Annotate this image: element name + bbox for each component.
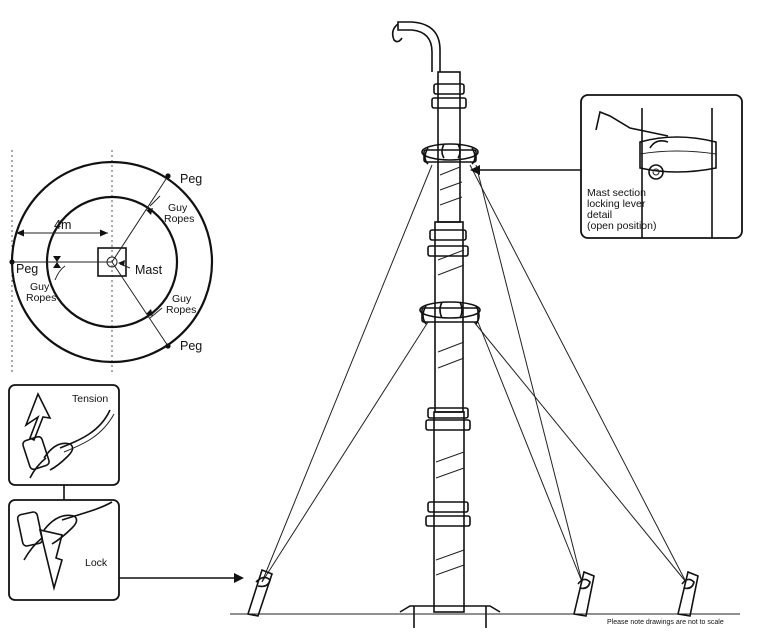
lock-hook (43, 514, 78, 545)
detail-label-line3: detail (587, 209, 612, 221)
lock-panel: Lock (8, 499, 120, 601)
guy-ropes-label-top-2: Ropes (164, 213, 194, 225)
guy-rope-lower-left (261, 321, 429, 583)
ground-peg-center (573, 570, 595, 617)
mast-top-hook (397, 21, 441, 72)
peg-dot-left (9, 259, 15, 265)
tension-arrow-icon (24, 392, 52, 442)
ground-peg-left (246, 568, 273, 617)
hub-upper-clips (424, 143, 476, 165)
detail-pivot-inner (652, 168, 660, 176)
guy-ropes-label-left-1: Guy (30, 281, 50, 293)
detail-label-line2: locking lever (587, 198, 646, 210)
guy-rope-upper-right-near (475, 164, 583, 583)
detail-lever (595, 110, 669, 137)
mast-rope-wrap (435, 166, 465, 576)
mast-elevation (230, 21, 740, 628)
detail-pivot (648, 164, 664, 180)
guy-rope-pointer-left (54, 265, 66, 281)
peg-label-left: Peg (16, 262, 38, 276)
mast-label: Mast (135, 263, 163, 277)
collar-3 (427, 407, 469, 419)
guy-rope-upper-right-far (469, 164, 687, 583)
hub-lower-band (421, 307, 479, 323)
ground-peg-right (677, 570, 699, 617)
lock-rope-tail (23, 537, 43, 561)
lock-arrow-icon (38, 528, 63, 592)
tension-rope-edge (63, 413, 115, 453)
guy-ropes-label-top-1: Guy (168, 202, 188, 214)
detail-collar-line (639, 150, 717, 155)
dimension-arrow-right-icon (100, 229, 108, 237)
guy-rope-lower-right-near (477, 321, 583, 583)
hub-upper-ring (421, 143, 479, 161)
detail-pointer-arrow-icon (470, 165, 480, 175)
guy-rope-lower-right-far (473, 321, 687, 583)
guy-rope-pointer-top (149, 195, 161, 207)
peg-label-top: Peg (180, 172, 202, 186)
peg-dot-bottom (165, 343, 171, 349)
lock-pointer-arrow-icon (234, 573, 244, 583)
detail-collar (639, 136, 717, 173)
mast-base-legs (413, 606, 487, 628)
collar-2b (427, 245, 469, 257)
guy-ropes-label-bottom-2: Ropes (166, 304, 196, 316)
detail-mast-tube (641, 108, 713, 238)
collar-2 (429, 229, 467, 241)
collar-1 (433, 83, 465, 95)
hub-lower-clips (422, 301, 480, 325)
mast-arrow-icon (118, 260, 125, 266)
plan-view: 4m Peg Peg Peg Guy Ropes Guy Ropes Guy R… (9, 150, 214, 375)
collar-4 (427, 501, 469, 513)
mast-base-plate (399, 605, 501, 613)
dimension-label: 4m (54, 218, 71, 232)
tension-panel: Tension (8, 384, 120, 486)
tension-slider (22, 435, 50, 471)
lock-panel-frame (8, 499, 120, 601)
scale-note: Please note drawings are not to scale (607, 619, 724, 626)
collar-1b (431, 97, 467, 109)
lever-detail-panel: Mast section locking lever detail (open … (580, 94, 743, 239)
dimension-arrow-left-icon (16, 229, 24, 237)
tension-hook (43, 442, 74, 471)
guy-rope-upper-left (261, 164, 433, 583)
plan-rope-bottom (111, 261, 169, 347)
peg-label-bottom: Peg (180, 339, 202, 353)
hook-clip (391, 23, 403, 43)
lock-slider (16, 511, 44, 547)
guy-ropes-label-bottom-1: Guy (172, 293, 192, 305)
rope-hub-upper (421, 143, 479, 165)
rope-hub-lower (419, 301, 481, 325)
locking-collars (425, 83, 471, 527)
guy-rope-arrow-top-icon (146, 208, 153, 215)
detail-latch (649, 140, 669, 149)
guy-rope-arrow-left-2-icon (53, 262, 61, 268)
collar-4b (425, 515, 471, 527)
lock-rope (61, 501, 113, 521)
hub-lower-ring (419, 301, 481, 319)
peg-dot-top (165, 173, 171, 179)
guy-rope-pointer-bottom (149, 307, 163, 319)
hub-upper-band (423, 149, 477, 163)
detail-label-line1: Mast section (587, 187, 646, 199)
tension-rope (59, 409, 111, 449)
tension-label: Tension (72, 393, 108, 405)
guy-rope-arrow-left-icon (53, 256, 61, 262)
guy-ropes-label-left-2: Ropes (26, 292, 56, 304)
detail-label-line4: (open position) (587, 220, 656, 232)
lock-label: Lock (85, 557, 108, 569)
collar-3b (425, 419, 471, 431)
plan-rope-top (111, 175, 169, 263)
guy-rope-arrow-bottom-icon (146, 309, 153, 316)
tension-rope-tail (29, 457, 47, 479)
